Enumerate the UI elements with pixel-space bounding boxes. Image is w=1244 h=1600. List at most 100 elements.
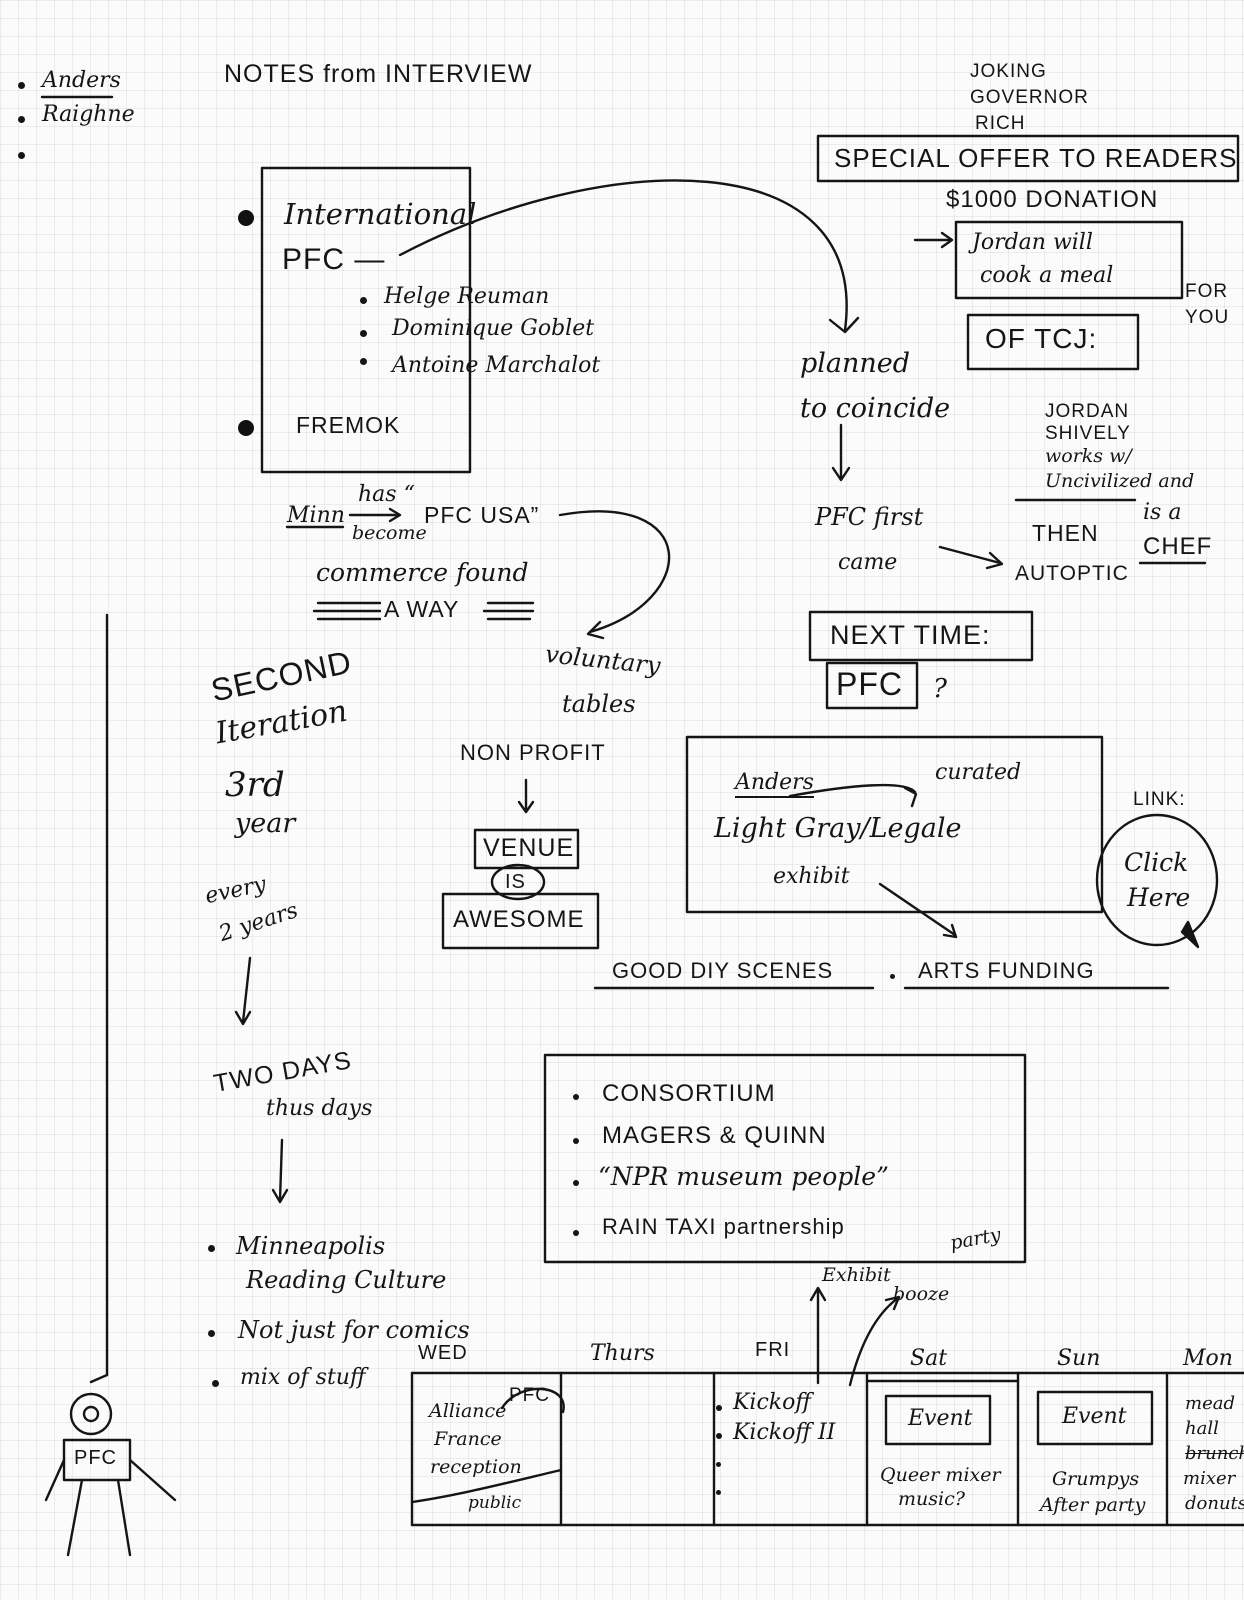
is-label: IS — [505, 871, 526, 893]
sun-line: After party — [1040, 1494, 1146, 1516]
bullet-text: Minneapolis — [236, 1232, 386, 1260]
calendar-day-header: FRI — [755, 1339, 791, 1361]
artist-name: Dominique Goblet — [392, 316, 595, 341]
meal-line: cook a meal — [980, 263, 1114, 288]
bullet — [208, 1330, 215, 1337]
tcj-label: OF TCJ: — [985, 323, 1098, 354]
bullet — [360, 297, 367, 304]
bullet-text: Not just for comics — [238, 1316, 470, 1344]
bullet — [208, 1245, 215, 1252]
bullet — [716, 1490, 721, 1495]
next-pfc-label: PFC — [836, 666, 903, 702]
autoptic-label: AUTOPTIC — [1015, 562, 1129, 585]
list-item: Raighne — [42, 102, 135, 127]
bullet — [18, 152, 25, 159]
click-here-link[interactable]: Here — [1127, 883, 1191, 912]
wed-foot: public — [468, 1493, 522, 1513]
awesome-label: AWESOME — [453, 906, 585, 933]
non-profit-label: NON PROFIT — [460, 740, 606, 765]
booze-note: booze — [893, 1283, 950, 1305]
coincide-label: to coincide — [800, 393, 951, 424]
venue-label: VENUE — [483, 834, 575, 862]
has-label: has “ — [358, 482, 415, 507]
anders-label: Anders — [735, 772, 814, 798]
chef-note: is a — [1143, 500, 1182, 525]
page-title: NOTES from INTERVIEW — [224, 60, 533, 88]
meal-line: Jordan will — [972, 230, 1093, 255]
partner-item: RAIN TAXI partnership — [602, 1214, 845, 1239]
mon-line: mead — [1185, 1393, 1235, 1414]
year-label: year — [235, 808, 296, 839]
bullet — [18, 82, 25, 89]
diy-scenes-label: GOOD DIY SCENES — [612, 958, 834, 983]
bullet — [716, 1462, 721, 1467]
partner-item: CONSORTIUM — [602, 1080, 776, 1107]
commerce-label: commerce found — [316, 558, 529, 587]
pfc-first-label: PFC first — [815, 503, 924, 531]
sat-line: Queer mixer — [880, 1464, 1001, 1486]
wed-line: reception — [430, 1456, 522, 1478]
bullet — [360, 330, 367, 337]
came-label: came — [838, 550, 898, 575]
calendar-day-header: WED — [418, 1342, 468, 1364]
intl-title: International — [284, 197, 477, 231]
bullet — [238, 420, 254, 436]
artist-name: Antoine Marchalot — [392, 353, 601, 378]
exhibit-note: Exhibit — [822, 1264, 891, 1286]
tables-label: tables — [562, 690, 636, 718]
bullet — [573, 1094, 579, 1100]
chef-note: CHEF — [1143, 533, 1213, 560]
bullet — [573, 1230, 579, 1236]
partner-item: “NPR museum people” — [598, 1162, 889, 1191]
wed-badge: PFC — [509, 1385, 550, 1406]
become-label: become — [352, 522, 427, 544]
arts-funding-label: ARTS FUNDING — [918, 958, 1095, 983]
bullet — [716, 1405, 722, 1411]
question-mark: ? — [933, 674, 947, 704]
aside-line: JOKING — [970, 61, 1047, 82]
light-gray-label: Light Gray/Legale — [714, 813, 962, 844]
calendar-day-header: Sat — [910, 1346, 948, 1371]
jordan-note: works w/ — [1045, 445, 1132, 467]
intl-pfc: PFC — — [282, 243, 386, 276]
bullet — [238, 210, 254, 226]
next-time-label: NEXT TIME: — [830, 620, 991, 650]
donation-amount: $1000 DONATION — [946, 186, 1159, 213]
a-way-label: A WAY — [384, 596, 460, 622]
fremok-label: FREMOK — [296, 412, 401, 438]
jordan-note: JORDAN — [1045, 401, 1130, 422]
jordan-note: SHIVELY — [1045, 423, 1131, 444]
planned-label: planned — [800, 348, 911, 379]
sat-event: Event — [908, 1406, 973, 1431]
mon-line: mixer — [1183, 1468, 1236, 1489]
mon-line: donuts — [1185, 1493, 1244, 1514]
pfc-usa-label: PFC USA” — [424, 502, 540, 528]
sat-line: music? — [898, 1488, 965, 1510]
then-label: THEN — [1032, 520, 1099, 546]
third-label: 3rd — [225, 765, 285, 805]
mon-line: hall — [1185, 1418, 1219, 1439]
bullet — [890, 974, 895, 979]
calendar-day-header: Mon — [1183, 1346, 1233, 1371]
sun-line: Grumpys — [1052, 1468, 1140, 1490]
wed-line: Alliance — [429, 1400, 507, 1422]
bullet — [212, 1380, 219, 1387]
minn-label: Minn — [287, 503, 345, 528]
calendar-day-header: Thurs — [590, 1341, 655, 1366]
jordan-note: Uncivilized and — [1045, 470, 1195, 492]
click-here-link[interactable]: Click — [1124, 848, 1189, 877]
for-you: YOU — [1185, 307, 1230, 328]
aside-line: RICH — [975, 113, 1026, 134]
list-item: Anders — [42, 68, 121, 93]
bullet-text: Reading Culture — [246, 1266, 447, 1294]
fri-item: Kickoff — [733, 1390, 811, 1415]
wed-line: France — [434, 1428, 502, 1450]
offer-title: SPECIAL OFFER TO READERS — [834, 143, 1238, 173]
artist-name: Helge Reuman — [384, 284, 550, 309]
link-label: LINK: — [1133, 789, 1186, 810]
sun-event: Event — [1062, 1404, 1127, 1429]
fri-item: Kickoff II — [733, 1420, 836, 1445]
exhibit-label: exhibit — [773, 864, 850, 889]
